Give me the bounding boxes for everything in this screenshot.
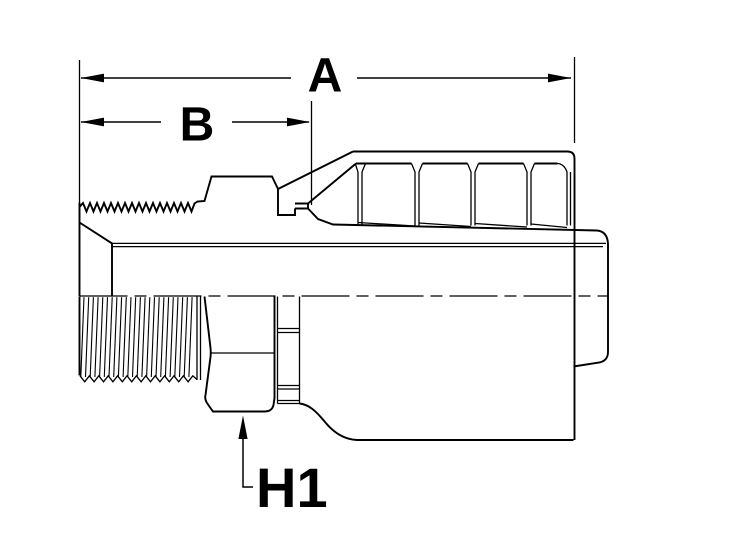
stem-lines bbox=[112, 242, 606, 248]
thread-runout-lines bbox=[196, 296, 202, 380]
cone-inner-line bbox=[307, 162, 357, 205]
extension-lines bbox=[78, 57, 576, 219]
hex-nut-profile bbox=[203, 296, 276, 413]
dim-a-arrowhead-left bbox=[81, 73, 104, 83]
body-profile-top bbox=[78, 175, 609, 368]
dim-a-label: A bbox=[308, 50, 343, 103]
serration-grooves bbox=[354, 162, 572, 226]
dim-h1-label: H1 bbox=[256, 456, 328, 519]
dimension-a: A bbox=[81, 50, 571, 103]
ferrule-top-edge bbox=[353, 150, 576, 440]
left-chamfer bbox=[78, 221, 113, 297]
serration-block-bottoms bbox=[357, 221, 568, 229]
dimension-h1: H1 bbox=[238, 415, 328, 519]
fitting-outline-bottom bbox=[78, 296, 574, 441]
dim-b-label: B bbox=[180, 99, 215, 152]
dim-b-arrowhead-left bbox=[81, 117, 104, 127]
fitting-outline-top bbox=[78, 150, 609, 440]
dim-h1-leader bbox=[242, 437, 253, 488]
cone-outer-line bbox=[277, 150, 354, 190]
dim-b-arrowhead-right bbox=[287, 117, 310, 127]
dim-a-arrowhead-right bbox=[548, 73, 571, 83]
thread-flank-hatching bbox=[80, 297, 193, 378]
dimension-b: B bbox=[81, 99, 310, 152]
collar-bands bbox=[276, 296, 301, 405]
ferrule-bottom-edge bbox=[299, 402, 574, 441]
dim-h1-arrowhead-up bbox=[238, 415, 248, 439]
ferrule-serrations bbox=[354, 162, 572, 229]
